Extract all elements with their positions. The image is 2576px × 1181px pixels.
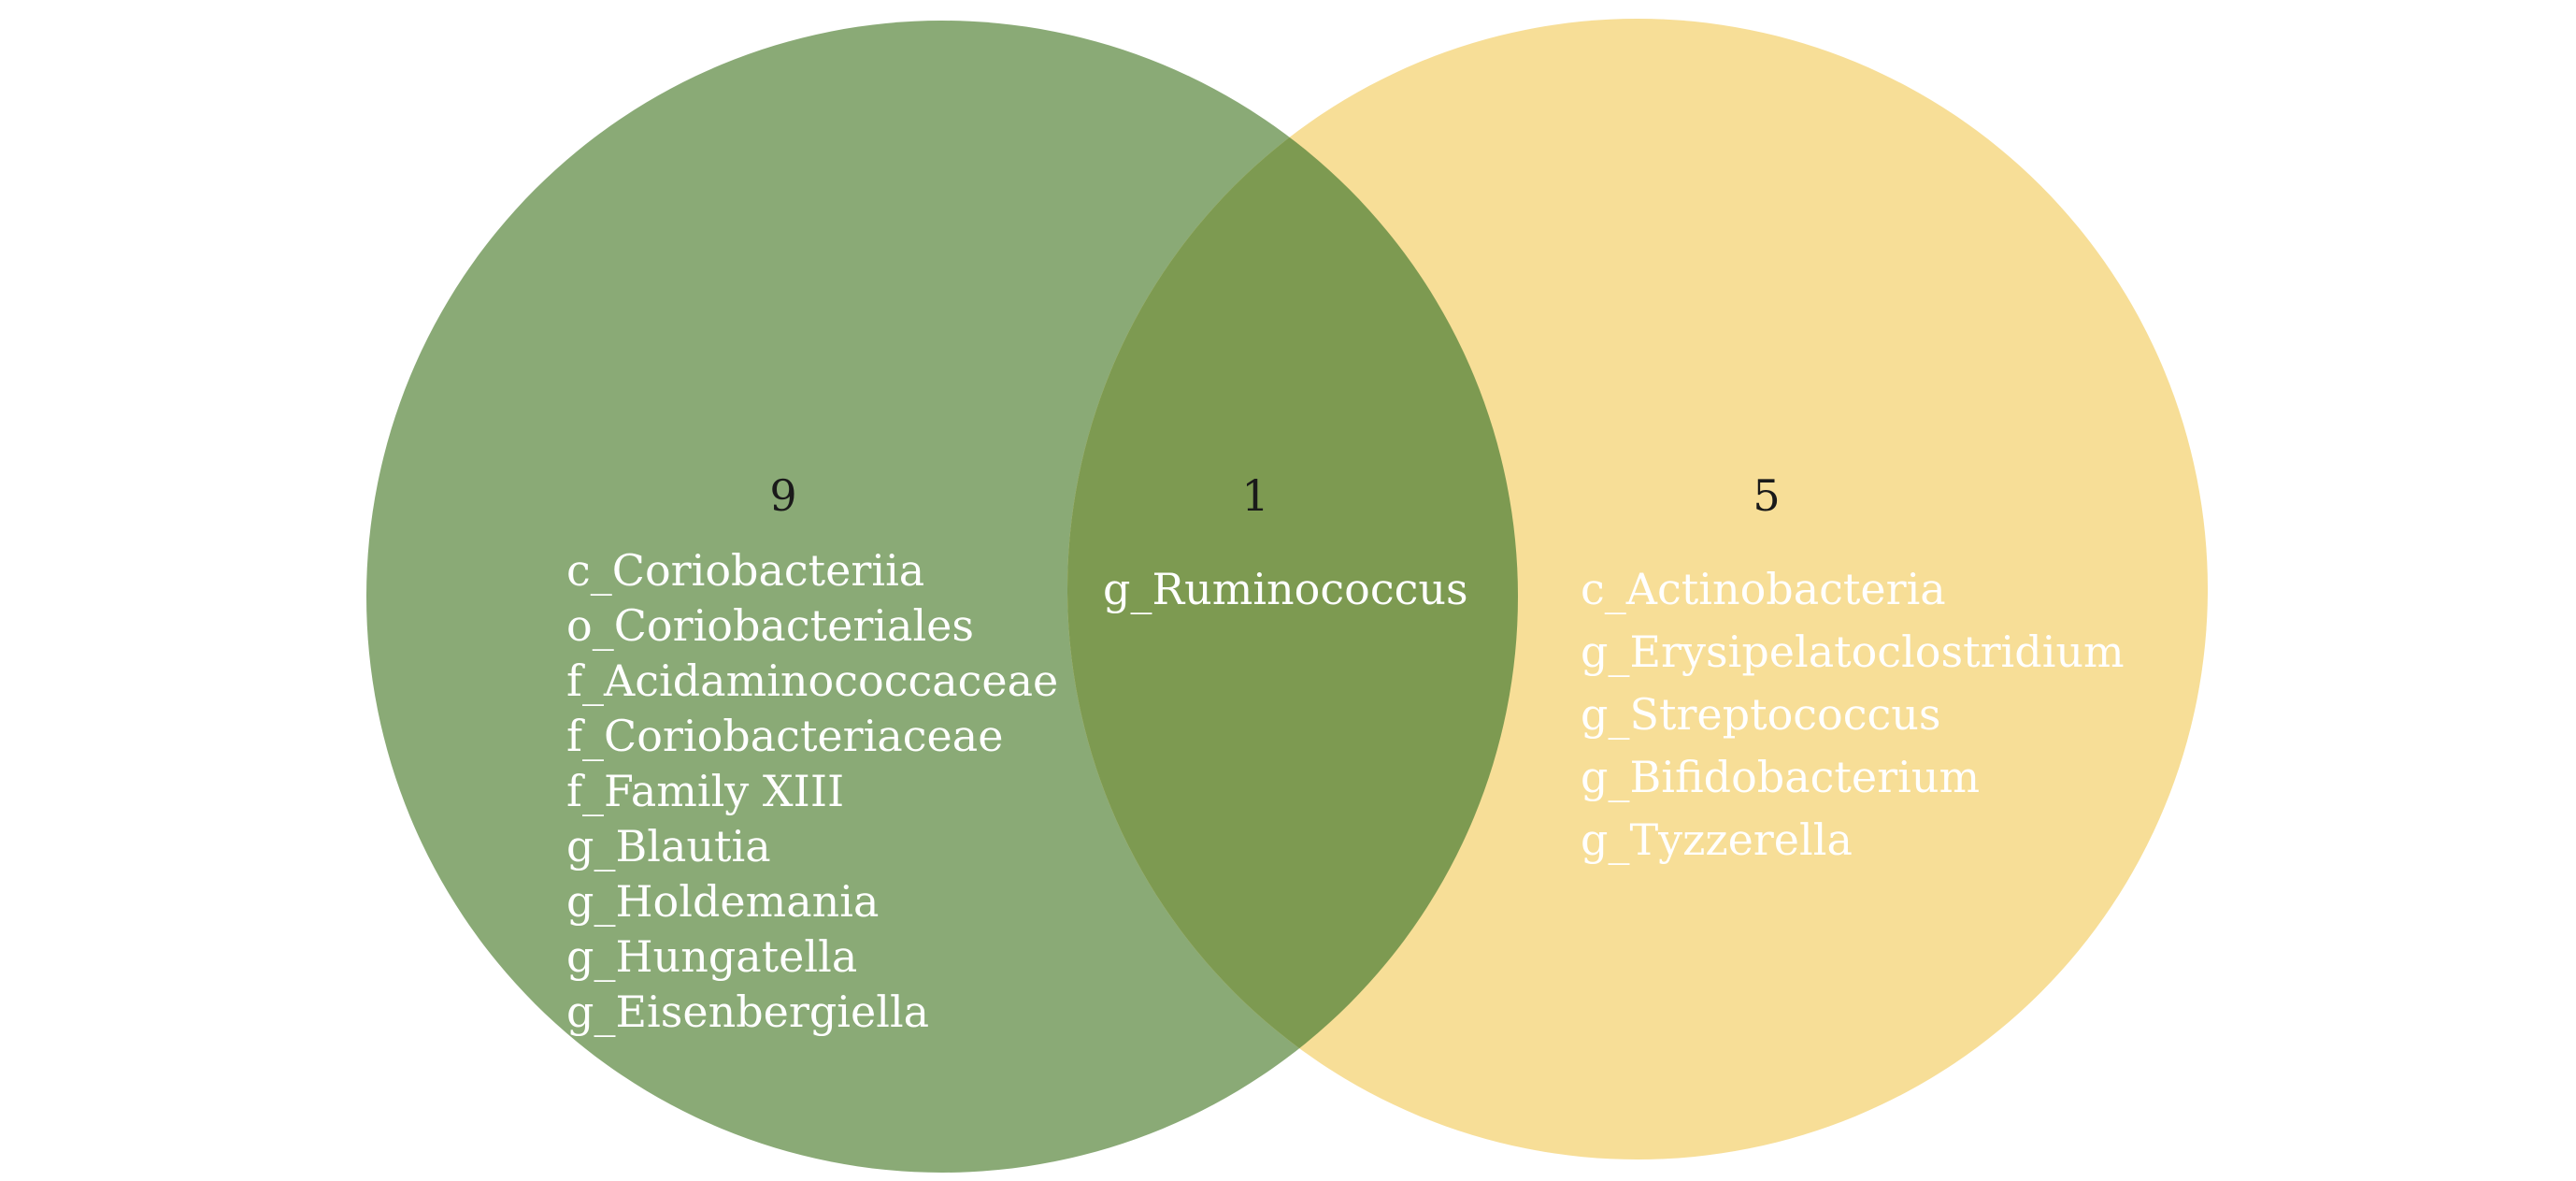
taxon-label: c_Actinobacteria (1581, 564, 1946, 614)
taxon-label: g_Tyzzerella (1581, 814, 1853, 865)
left-only-items: c_Coriobacteriiao_Coriobacterialesf_Acid… (566, 545, 1058, 1037)
taxon-label: f_Family XIII (566, 766, 844, 816)
taxon-label: g_Holdemania (566, 876, 879, 927)
taxon-label: g_Hungatella (566, 931, 857, 982)
intersection-region-labels: 1 g_Ruminococcus (1103, 470, 1468, 614)
right-only-region: 5 c_Actinobacteria g_Erysipelatoclostridi… (1581, 470, 2125, 865)
intersection-count: 1 (1241, 470, 1268, 521)
taxon-label: g_Ruminococcus (1103, 564, 1468, 614)
taxon-label: g_Eisenbergiella (566, 987, 929, 1037)
taxon-label: g_Bifidobacterium (1581, 752, 1980, 802)
taxon-label: o_Coriobacteriales (566, 600, 974, 651)
left-only-region: 9 c_Coriobacteriiao_Coriobacterialesf_Ac… (566, 470, 1058, 1037)
left-only-count: 9 (769, 470, 796, 521)
taxon-label: c_Coriobacteriia (566, 545, 924, 596)
intersection-region (1067, 21, 1518, 1159)
taxon-label: g_Erysipelatoclostridium (1581, 627, 2125, 677)
right-only-count: 5 (1753, 470, 1780, 521)
taxon-label: g_Blautia (566, 821, 771, 871)
intersection-items: g_Ruminococcus (1103, 564, 1468, 614)
taxon-label: g_Streptococcus (1581, 689, 1941, 740)
right-only-items: c_Actinobacteria g_Erysipelatoclostridium… (1581, 564, 2125, 865)
taxon-label: f_Acidaminococcaceae (566, 655, 1058, 706)
taxon-label: f_Coriobacteriaceae (566, 711, 1003, 761)
